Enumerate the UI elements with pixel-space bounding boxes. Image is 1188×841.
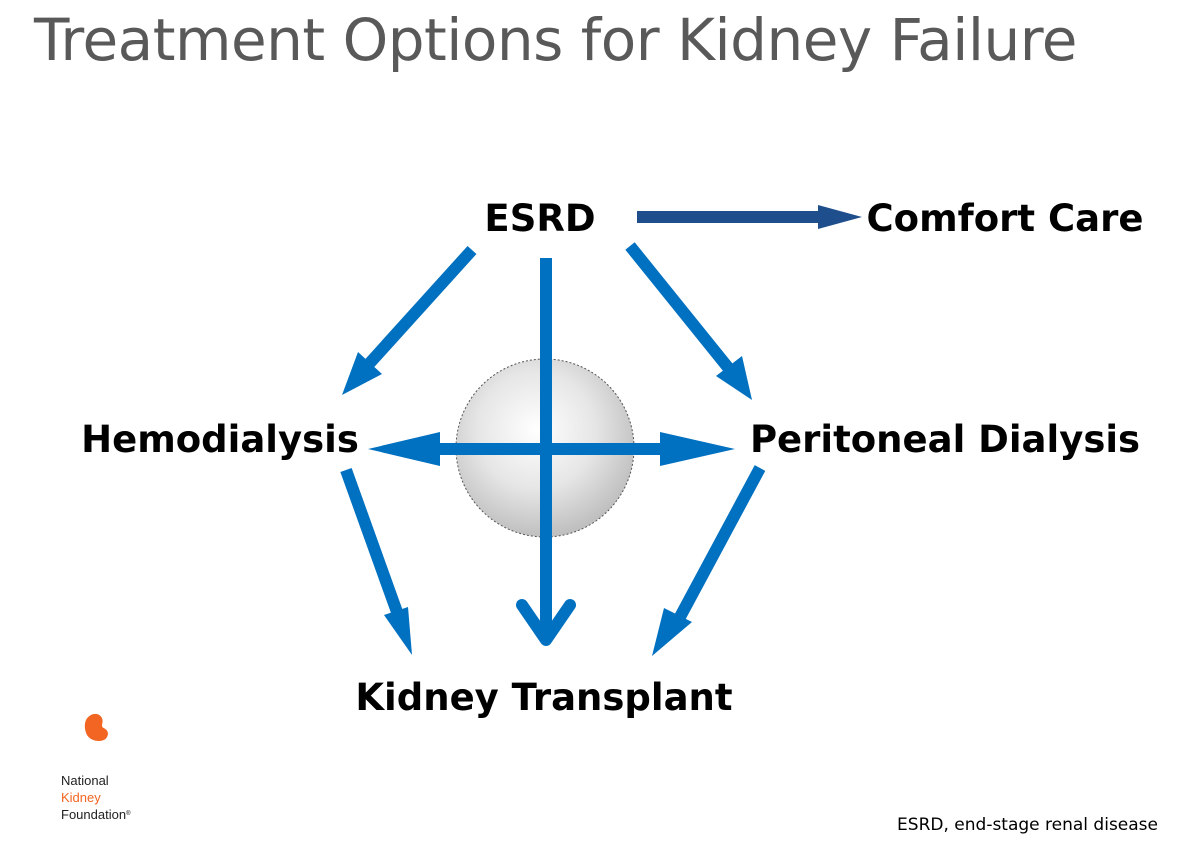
kidney-logo-icon bbox=[84, 713, 108, 742]
arrow-hemodialysis-peritoneal-dialysis bbox=[368, 432, 735, 466]
node-comfort-care: Comfort Care bbox=[867, 197, 1144, 240]
node-esrd: ESRD bbox=[484, 197, 595, 240]
arrow-esrd-to-peritoneal-dialysis bbox=[625, 242, 752, 400]
logo-wordmark: National Kidney Foundation® bbox=[61, 772, 130, 823]
arrow-esrd-to-hemodialysis bbox=[342, 245, 477, 395]
logo-line-national: National bbox=[61, 773, 109, 788]
node-peritoneal-dialysis: Peritoneal Dialysis bbox=[750, 418, 1140, 461]
node-hemodialysis: Hemodialysis bbox=[81, 418, 359, 461]
footnote: ESRD, end-stage renal disease bbox=[897, 815, 1158, 835]
logo-line-kidney: Kidney bbox=[61, 790, 101, 805]
arrow-hemodialysis-to-kidney-transplant bbox=[340, 467, 412, 655]
arrow-esrd-to-comfort-care bbox=[637, 205, 862, 229]
logo-line-foundation: Foundation bbox=[61, 807, 127, 822]
arrow-peritoneal-dialysis-to-kidney-transplant bbox=[652, 465, 766, 656]
slide-title: Treatment Options for Kidney Failure bbox=[34, 6, 1077, 74]
trademark-icon: ® bbox=[126, 811, 131, 817]
node-kidney-transplant: Kidney Transplant bbox=[355, 676, 732, 719]
